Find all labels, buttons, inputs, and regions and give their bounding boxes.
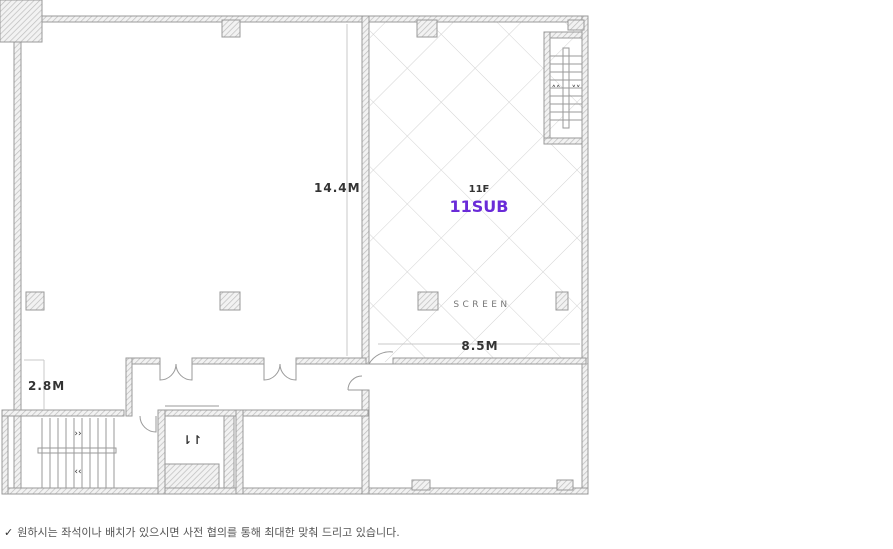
stair-up-arrow-icon: ˄˄	[552, 85, 561, 95]
stair-down-arrow-icon: ˅˅	[572, 85, 581, 95]
interior-walls	[125, 15, 587, 495]
corner-column	[0, 0, 43, 43]
length-main-label: 14.4M	[314, 181, 361, 195]
dimension-lines	[24, 24, 580, 410]
info-note-text: 원하시는 좌석이나 배치가 있으시면 사전 협의를 통해 최대한 맞춰 드리고 …	[17, 526, 400, 539]
stair-left-arrow-icon: ‹‹	[74, 467, 81, 477]
width-hall-label: 8.5M	[461, 339, 498, 353]
stair-bottom-left	[37, 418, 117, 488]
elevator-icon: ⇂↾	[182, 433, 202, 447]
screen-label: SCREEN	[453, 300, 510, 310]
stair-top-right	[550, 47, 582, 129]
room-name-label: 11SUB	[450, 197, 509, 216]
stair-right-arrow-icon: ››	[74, 429, 81, 439]
check-icon: ✓	[4, 526, 14, 539]
info-note: ✓원하시는 좌석이나 배치가 있으시면 사전 협의를 통해 최대한 맞춰 드리고…	[4, 524, 400, 540]
outer-walls	[1, 15, 589, 495]
columns	[25, 19, 585, 491]
floor-level-label: 11F	[469, 184, 490, 195]
doors	[139, 351, 394, 433]
length-corridor-label: 2.8M	[28, 379, 65, 393]
